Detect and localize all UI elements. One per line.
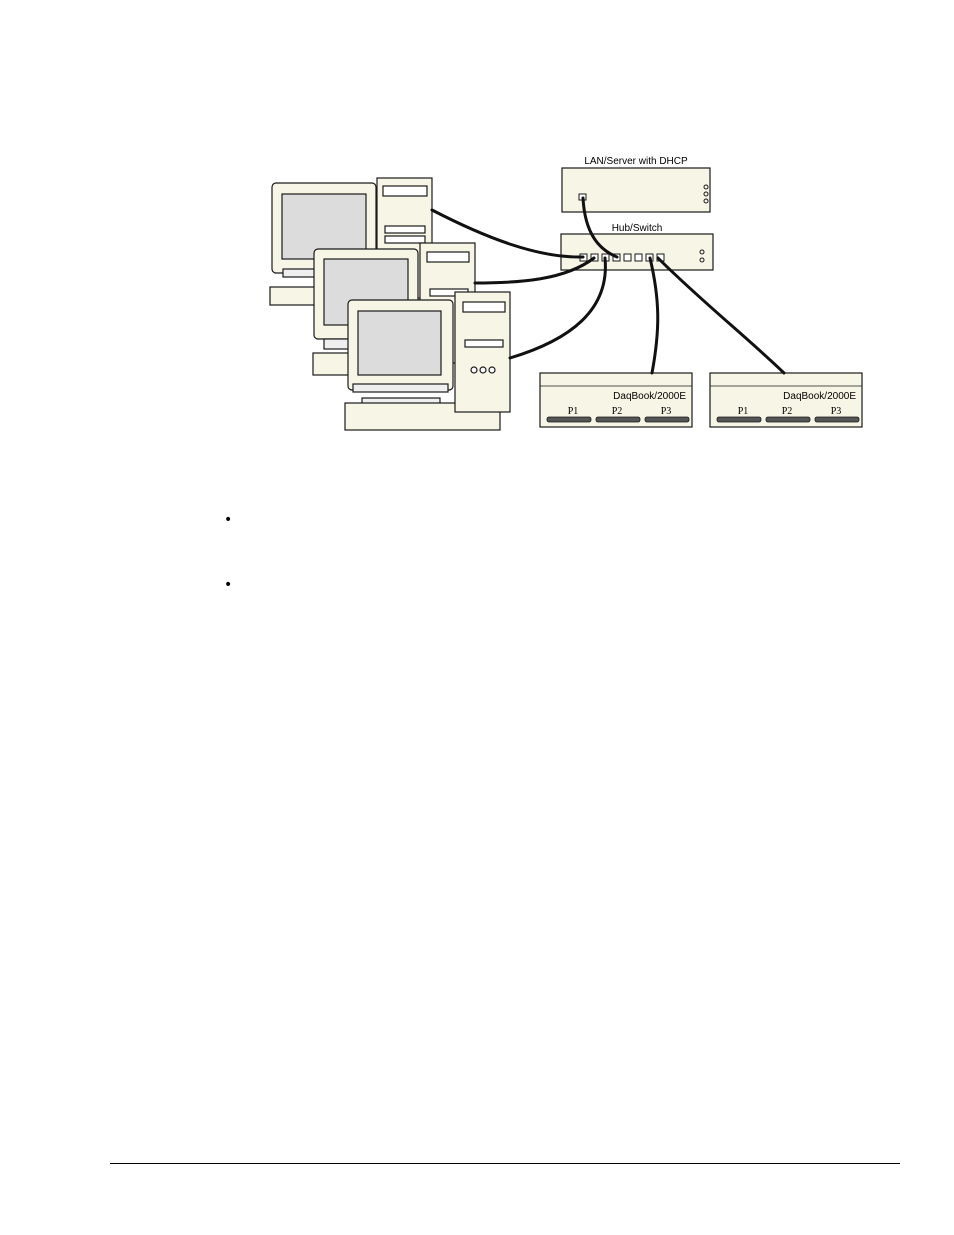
bullet-marker: • bbox=[224, 512, 233, 528]
daqbook-2-port-label: P1 bbox=[738, 406, 749, 417]
server-label: LAN/Server with DHCP bbox=[584, 156, 688, 167]
daqbook-1-port-label: P2 bbox=[612, 406, 623, 417]
daqbook-2-port-label: P3 bbox=[831, 406, 842, 417]
daqbook-2-label: DaqBook/2000E bbox=[783, 391, 856, 402]
workstation-front bbox=[344, 291, 511, 431]
daqbook-1-port-label: P3 bbox=[661, 406, 672, 417]
daqbook-unit-2: DaqBook/2000E P1 P2 P3 bbox=[709, 372, 863, 428]
daqbook-1-port-label: P1 bbox=[568, 406, 579, 417]
network-diagram: LAN/Server with DHCP Hub/Switch DaqBook/… bbox=[269, 156, 863, 431]
daqbook-unit-1: DaqBook/2000E P1 P2 P3 bbox=[539, 372, 693, 428]
bullet-marker: • bbox=[224, 577, 233, 593]
lan-server: LAN/Server with DHCP bbox=[561, 156, 711, 213]
daqbook-1-label: DaqBook/2000E bbox=[613, 391, 686, 402]
daqbook-2-port-label: P2 bbox=[782, 406, 793, 417]
network-cables bbox=[430, 196, 786, 375]
hub-label: Hub/Switch bbox=[612, 223, 663, 234]
footer-rule bbox=[110, 1163, 900, 1164]
